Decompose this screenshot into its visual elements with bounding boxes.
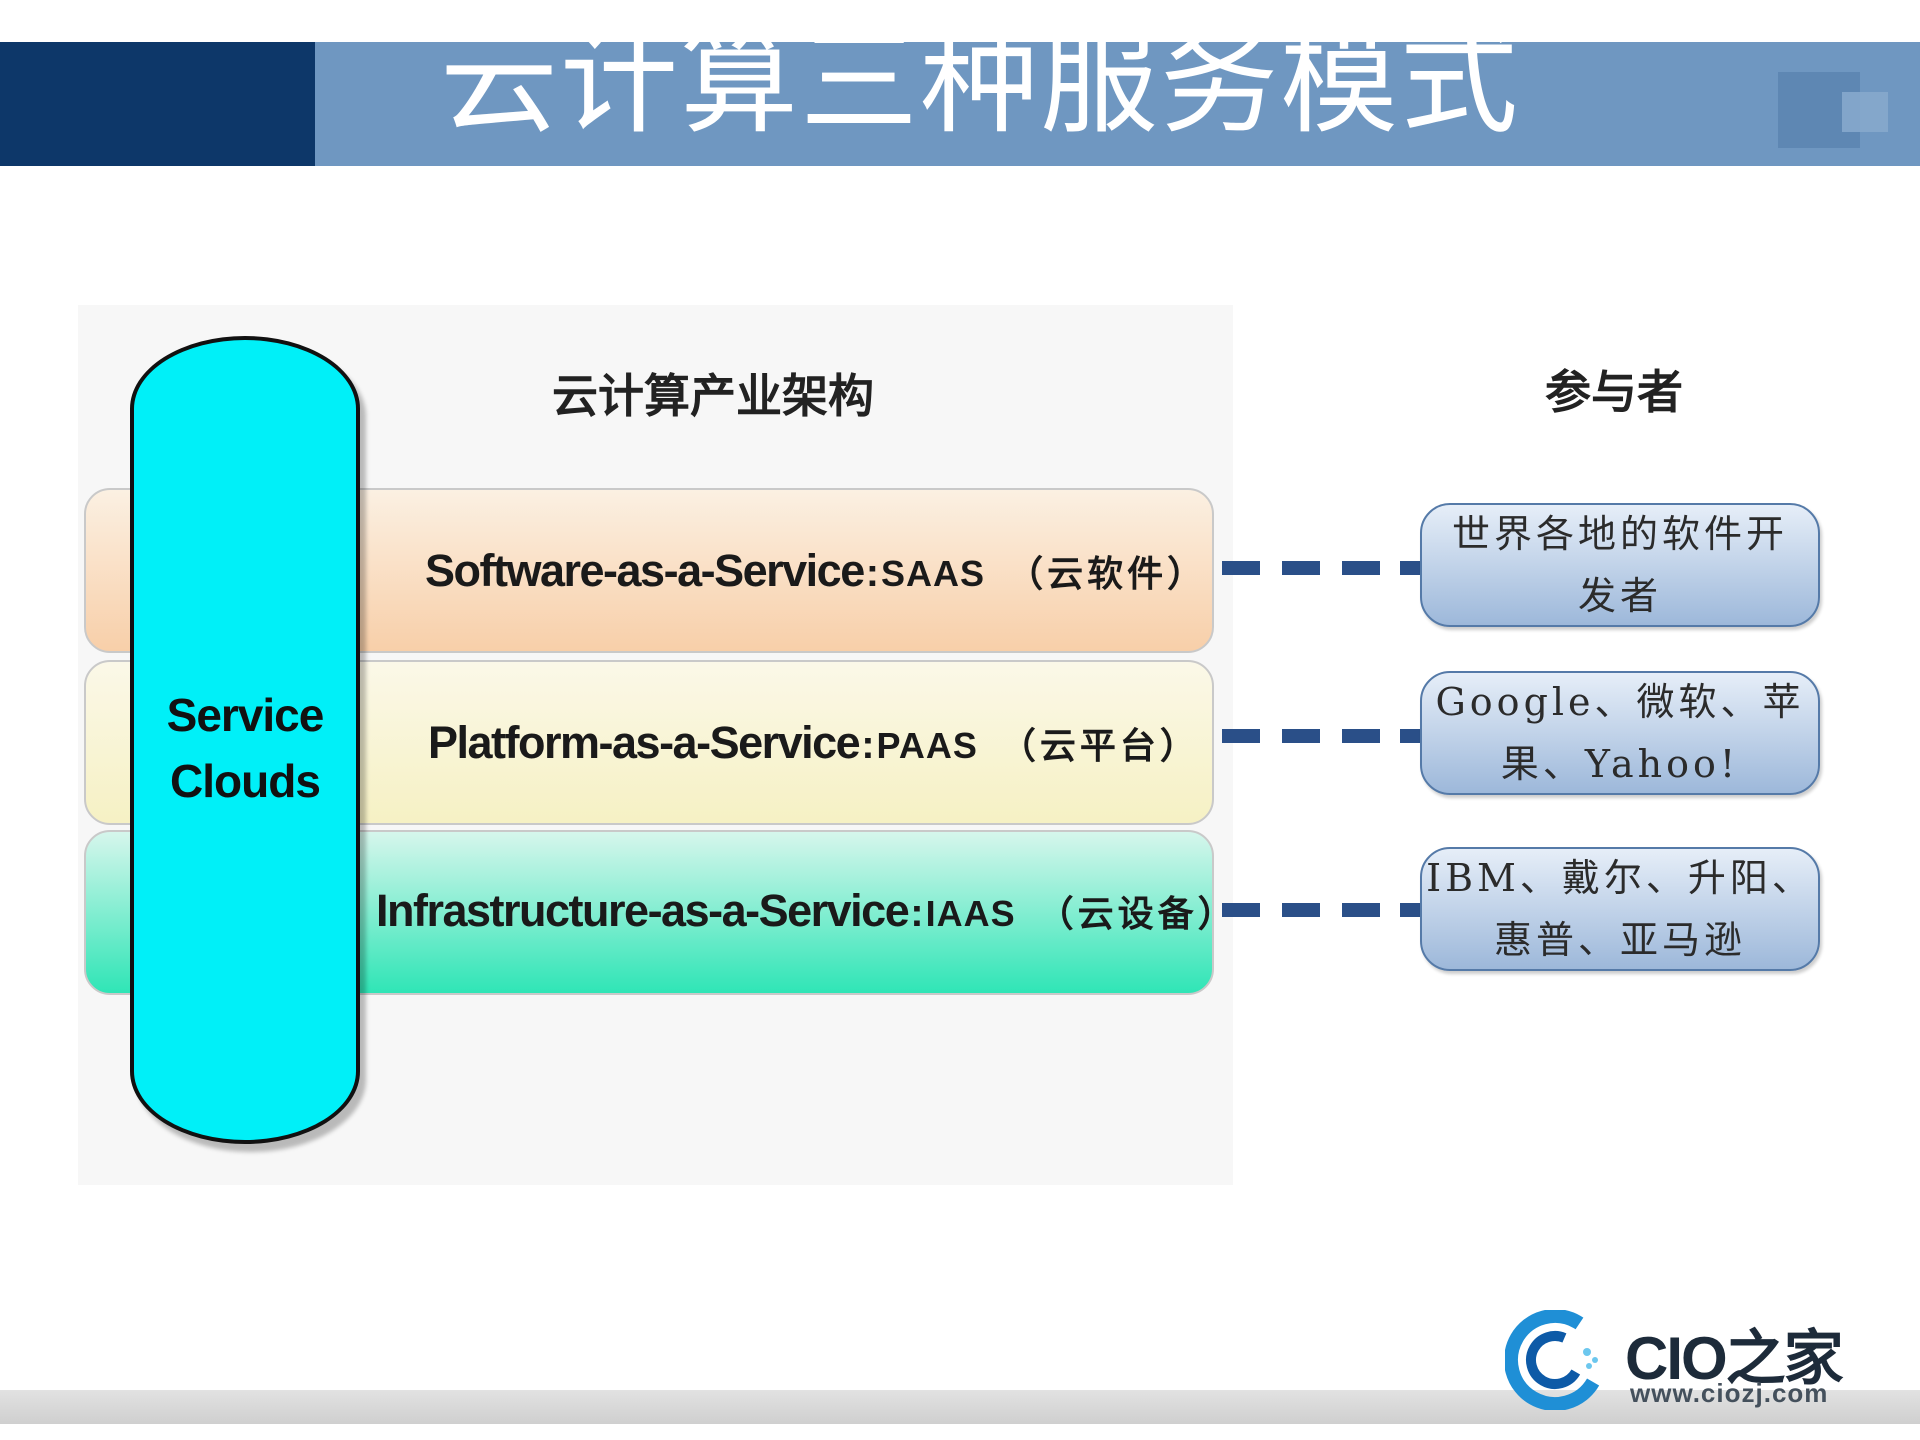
service-clouds-label: Service Clouds bbox=[130, 682, 360, 814]
layer-abbreviation: PAAS bbox=[876, 725, 978, 766]
participant-line: 发者 bbox=[1577, 574, 1662, 618]
layer-chinese-name: （云平台） bbox=[999, 725, 1200, 767]
layer-chinese-name: （云设备） bbox=[1037, 893, 1238, 935]
layer-colon: : bbox=[910, 891, 924, 935]
connector-dash bbox=[1342, 729, 1380, 743]
logo-name: CIO之家 bbox=[1625, 1325, 1844, 1392]
connector-dash bbox=[1222, 903, 1260, 917]
connector-dash bbox=[1282, 903, 1320, 917]
participant-line: 果、Yahoo! bbox=[1500, 742, 1740, 786]
header-band-dark bbox=[0, 42, 315, 166]
participant-box-paas bbox=[1420, 671, 1820, 795]
layer-abbreviation: SAAS bbox=[881, 553, 986, 594]
participant-text-iaas: IBM、戴尔、升阳、 惠普、亚马逊 bbox=[1420, 847, 1820, 971]
participants-heading: 参与者 bbox=[1545, 365, 1683, 419]
logo-url: www.ciozj.com bbox=[1630, 1378, 1829, 1408]
slide-title: 云计算三种服务模式 bbox=[440, 12, 1521, 150]
layer-service-name: Software-as-a-Service bbox=[425, 545, 865, 596]
layer-chinese-name: （云软件） bbox=[1007, 553, 1208, 595]
participant-text-paas: Google、微软、苹 果、Yahoo! bbox=[1420, 671, 1820, 795]
participant-line: 世界各地的软件开 bbox=[1451, 512, 1788, 556]
connector-dash bbox=[1222, 729, 1260, 743]
service-clouds-cylinder bbox=[130, 336, 360, 1144]
layer-paas-label: Platform-as-a-Service : PAAS （云平台） bbox=[428, 717, 1200, 769]
layer-service-name: Platform-as-a-Service bbox=[428, 717, 861, 768]
participant-box-iaas bbox=[1420, 847, 1820, 971]
participant-line: 惠普、亚马逊 bbox=[1493, 918, 1746, 962]
header-decoration-small bbox=[1842, 92, 1888, 132]
layer-colon: : bbox=[865, 551, 880, 595]
service-clouds-line2: Clouds bbox=[170, 755, 321, 807]
layer-colon: : bbox=[861, 723, 875, 767]
connector-dash bbox=[1282, 729, 1320, 743]
layer-iaas-label: Infrastructure-as-a-Service : IAAS （云设备） bbox=[376, 885, 1238, 937]
layer-saas-label: Software-as-a-Service : SAAS （云软件） bbox=[425, 545, 1207, 597]
layer-service-name: Infrastructure-as-a-Service bbox=[376, 885, 910, 936]
layer-abbreviation: IAAS bbox=[925, 893, 1016, 934]
connector-dash bbox=[1342, 561, 1380, 575]
connector-dash bbox=[1342, 903, 1380, 917]
footer-bar bbox=[0, 1390, 1920, 1424]
connector-dash bbox=[1222, 561, 1260, 575]
participant-line: IBM、戴尔、升阳、 bbox=[1426, 856, 1814, 900]
header-band-light bbox=[315, 42, 1920, 166]
cio-logo-icon bbox=[1505, 1310, 1605, 1410]
architecture-heading: 云计算产业架构 bbox=[552, 369, 874, 423]
service-clouds-line1: Service bbox=[166, 689, 325, 741]
participant-box-saas bbox=[1420, 503, 1820, 627]
participant-text-saas: 世界各地的软件开 发者 bbox=[1420, 503, 1820, 627]
participant-line: Google、微软、苹 bbox=[1435, 680, 1805, 724]
connector-dash bbox=[1282, 561, 1320, 575]
